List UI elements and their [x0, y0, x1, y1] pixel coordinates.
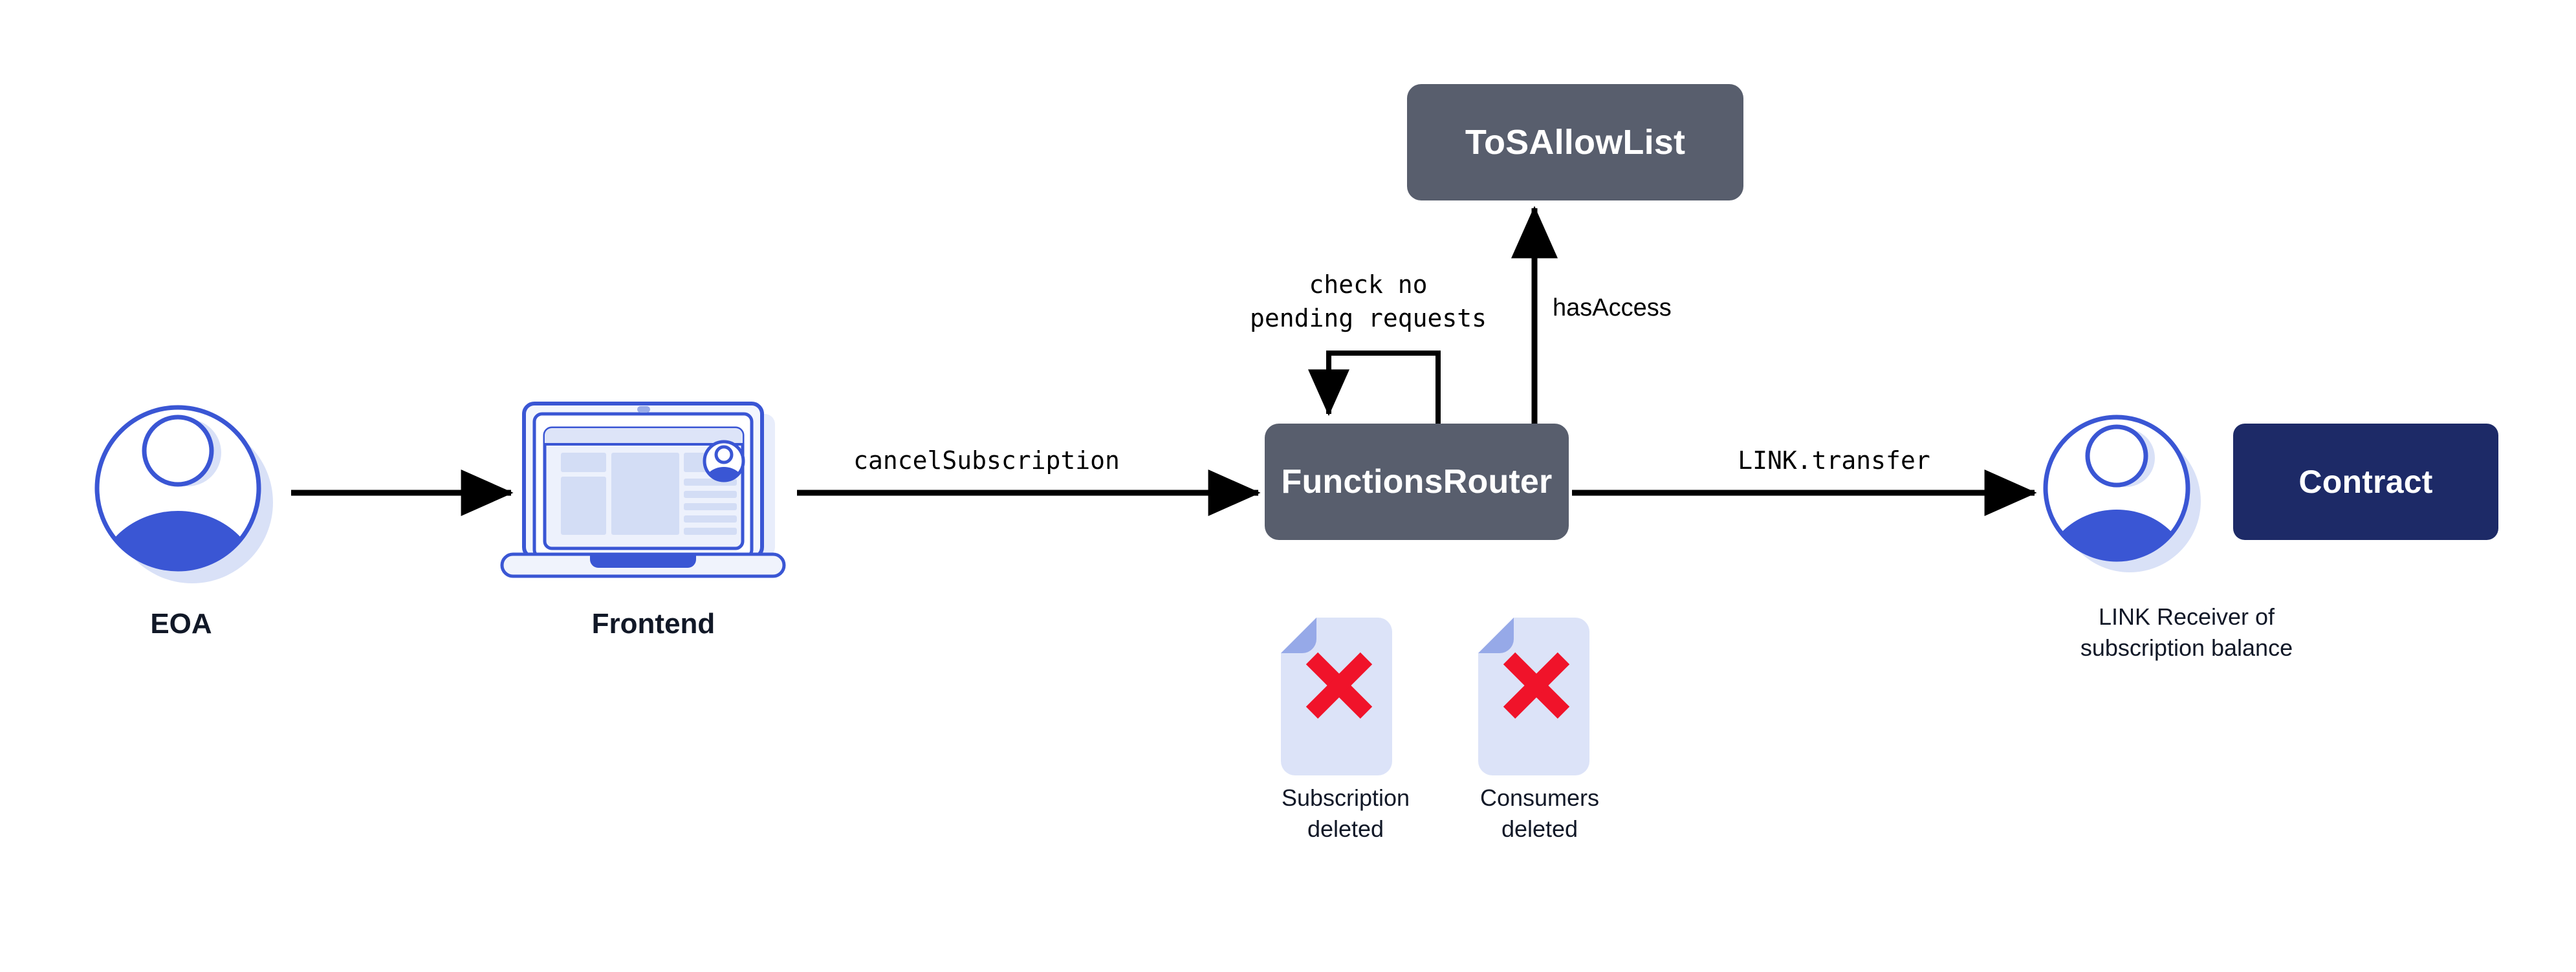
node-functionsrouter[interactable]: FunctionsRouter [1265, 424, 1569, 540]
node-contract[interactable]: Contract [2233, 424, 2498, 540]
document-x-icon-consumers [1478, 618, 1589, 775]
node-tosallowlist-label: ToSAllowList [1465, 123, 1686, 162]
node-tosallowlist[interactable]: ToSAllowList [1407, 84, 1743, 200]
node-frontend-caption: Frontend [591, 608, 715, 640]
edge-label-cancel-subscription: cancelSubscription [853, 446, 1120, 475]
link-receiver-caption-line-1: LINK Receiver of [2098, 603, 2275, 630]
node-link-receiver-caption: LINK Receiver of subscription balance [1973, 601, 2400, 663]
arrow-router-self-loop [1308, 351, 1441, 426]
screen-avatar-icon [703, 440, 745, 482]
link-receiver-avatar-icon [2043, 415, 2201, 572]
document-consumers-deleted-caption: Consumers deleted [1443, 783, 1637, 844]
doc-0-line-1: Subscription [1281, 784, 1410, 811]
check-label-line-2: pending requests [1249, 303, 1487, 332]
node-functionsrouter-label: FunctionsRouter [1281, 463, 1553, 501]
node-eoa-caption: EOA [150, 608, 212, 640]
link-receiver-caption-line-2: subscription balance [2080, 634, 2293, 661]
doc-1-line-1: Consumers [1479, 784, 1600, 811]
frontend-laptop-icon [500, 402, 786, 578]
document-subscription-deleted-caption: Subscription deleted [1249, 783, 1443, 844]
edge-label-link-transfer: LINK.transfer [1738, 446, 1930, 475]
edge-label-check-no-pending-requests: check no pending requests [1161, 268, 1575, 335]
node-contract-label: Contract [2298, 464, 2433, 500]
edge-label-has-access: hasAccess [1553, 294, 1672, 321]
document-x-icon-subscription [1281, 618, 1392, 775]
doc-0-line-2: deleted [1307, 815, 1384, 842]
doc-1-line-2: deleted [1501, 815, 1578, 842]
check-label-line-1: check no [1309, 270, 1428, 299]
eoa-avatar-icon [94, 405, 273, 583]
